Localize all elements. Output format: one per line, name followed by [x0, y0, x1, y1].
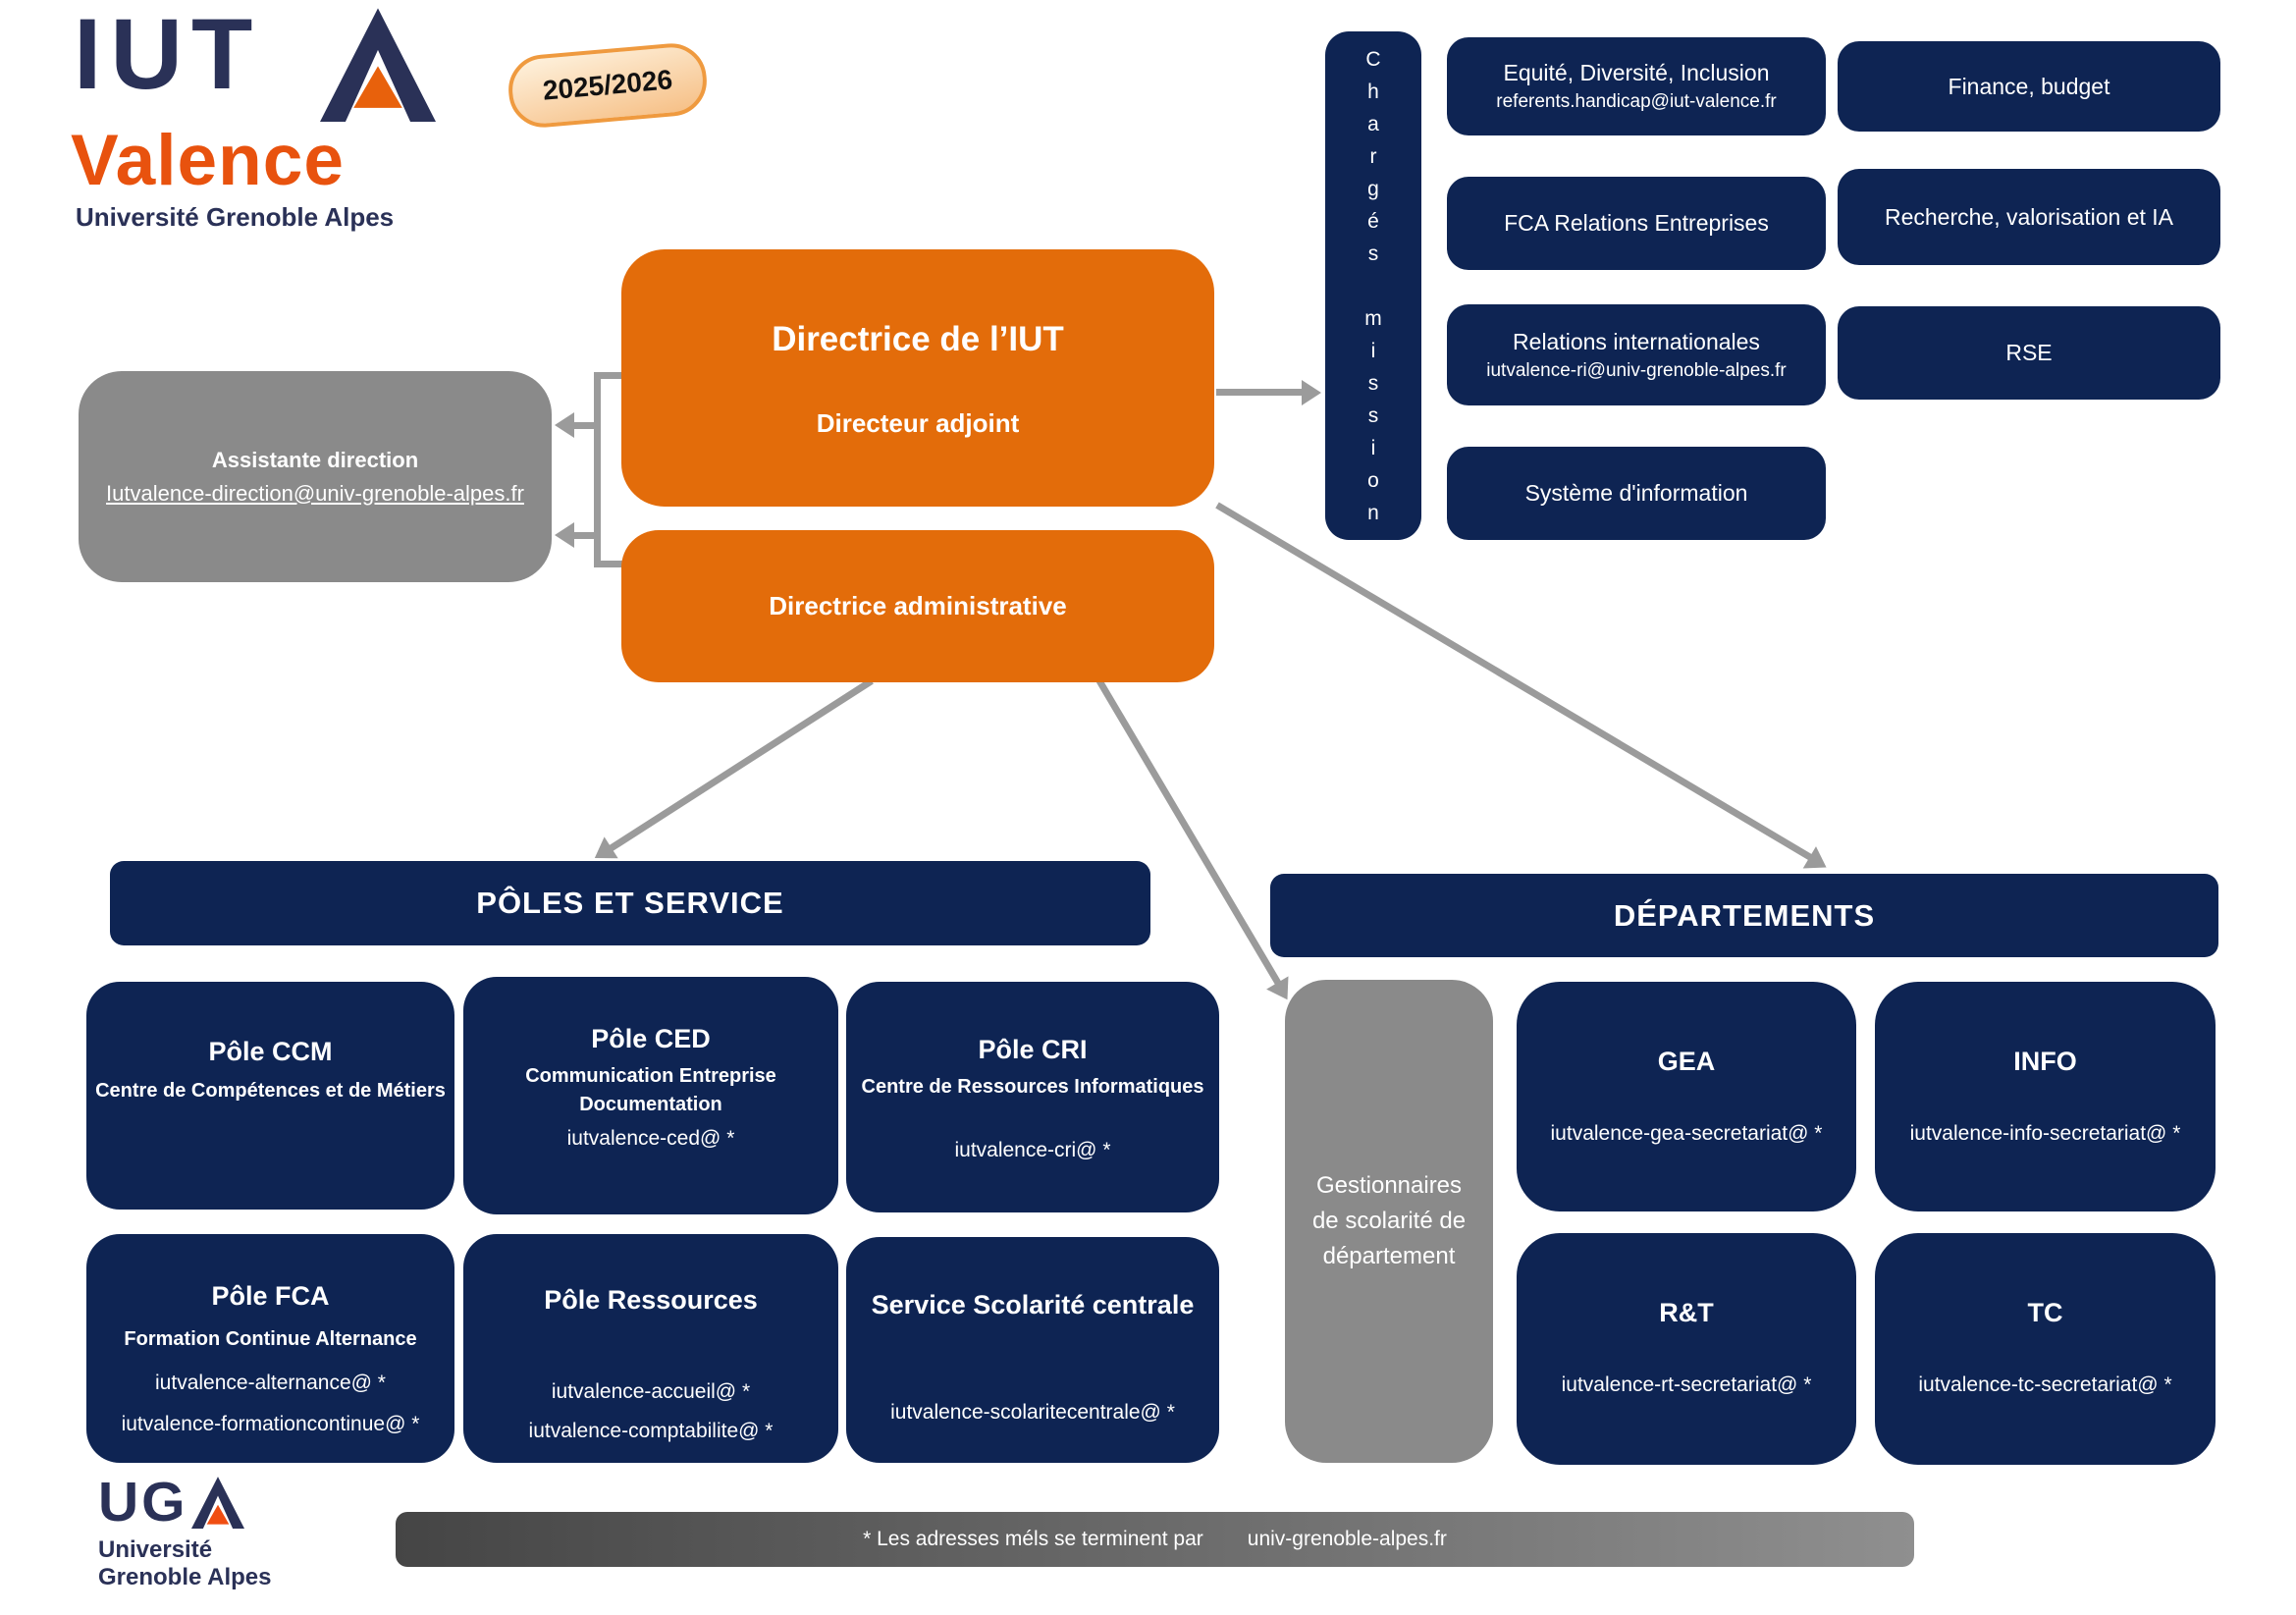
gestionnaires-box: Gestionnaires de scolarité de départemen… — [1285, 980, 1493, 1463]
mission-title: Relations internationales — [1513, 328, 1760, 354]
departement-tc-box: TC iutvalence-tc-secretariat@ * — [1875, 1233, 2216, 1465]
deputy-director-title: Directeur adjoint — [816, 408, 1020, 438]
pole-title: Pôle CCM — [208, 1037, 333, 1066]
uga-logo-line2: Grenoble Alpes — [98, 1564, 272, 1590]
departements-section-header: DÉPARTEMENTS — [1270, 874, 2218, 957]
pole-title: Pôle FCA — [211, 1281, 330, 1311]
uga-logo-line1: Université — [98, 1536, 213, 1563]
year-badge-label: 2025/2026 — [541, 64, 674, 106]
poles-header-label: PÔLES ET SERVICE — [476, 886, 784, 920]
mission-box-recherche: Recherche, valorisation et IA — [1838, 169, 2220, 265]
mission-box-rse: RSE — [1838, 306, 2220, 400]
gestionnaires-label: Gestionnaires de scolarité de départemen… — [1311, 1172, 1467, 1269]
mission-title: FCA Relations Entreprises — [1504, 210, 1769, 236]
arrow-to-assistant-top — [573, 422, 597, 429]
iut-logo-city: Valence — [71, 121, 345, 200]
pole-email: iutvalence-scolaritecentrale@ * — [890, 1401, 1175, 1424]
iut-logo-acronym: IUT — [74, 0, 262, 110]
arrow-to-poles — [609, 677, 874, 852]
departement-title: INFO — [2013, 1047, 2077, 1076]
mission-box-systeme-information: Système d'information — [1447, 447, 1826, 540]
pole-email: iutvalence-alternance@ * — [155, 1372, 386, 1394]
pole-email: iutvalence-ced@ * — [566, 1127, 735, 1150]
charges-mission-vertical-label: C h a r g é s m i s s i o n — [1364, 47, 1382, 524]
pole-subtitle: Centre de Compétences et de Métiers — [95, 1080, 446, 1102]
departement-rt-box: R&T iutvalence-rt-secretariat@ * — [1517, 1233, 1856, 1465]
service-scolarite-box: Service Scolarité centrale iutvalence-sc… — [846, 1237, 1219, 1463]
pole-email: iutvalence-comptabilite@ * — [528, 1420, 774, 1442]
director-box: Directrice de l’IUT Directeur adjoint — [621, 249, 1214, 507]
admin-director-title: Directrice administrative — [769, 591, 1067, 620]
pole-title: Pôle Ressources — [544, 1285, 758, 1315]
director-title: Directrice de l’IUT — [772, 320, 1064, 358]
pole-ccm-box: Pôle CCM Centre de Compétences et de Mét… — [86, 982, 454, 1210]
departement-email: iutvalence-tc-secretariat@ * — [1918, 1373, 2172, 1396]
departement-email: iutvalence-info-secretariat@ * — [1909, 1122, 2181, 1145]
uga-logo: UG Université Grenoble Alpes — [98, 1475, 271, 1591]
pole-cri-box: Pôle CRI Centre de Ressources Informatiq… — [846, 982, 1219, 1212]
bracket-bottom-stub — [594, 561, 624, 567]
departement-info-box: INFO iutvalence-info-secretariat@ * — [1875, 982, 2216, 1211]
year-badge: 2025/2026 — [506, 40, 710, 131]
mission-email: iutvalence-ri@univ-grenoble-alpes.fr — [1486, 359, 1787, 381]
pole-email: iutvalence-cri@ * — [954, 1139, 1111, 1161]
assistant-email-link[interactable]: Iutvalence-direction@univ-grenoble-alpes… — [106, 480, 524, 506]
pole-subtitle: Formation Continue Alternance — [124, 1328, 417, 1350]
footnote-domain: univ-grenoble-alpes.fr — [1247, 1528, 1447, 1550]
pole-title: Pôle CRI — [978, 1035, 1088, 1064]
uga-logo-caret-icon — [190, 1477, 244, 1529]
departement-email: iutvalence-gea-secretariat@ * — [1550, 1122, 1823, 1145]
mission-box-equite: Equité, Diversité, Inclusion referents.h… — [1447, 37, 1826, 135]
poles-section-header: PÔLES ET SERVICE — [110, 861, 1150, 945]
iut-logo-university: Université Grenoble Alpes — [76, 202, 395, 232]
mission-title: Système d'information — [1524, 480, 1748, 506]
mission-title: RSE — [2005, 340, 2053, 365]
pole-subtitle: Communication Entreprise Documentation — [525, 1065, 776, 1115]
mission-title: Equité, Diversité, Inclusion — [1503, 60, 1770, 85]
admin-director-box: Directrice administrative — [621, 530, 1214, 682]
departement-title: R&T — [1659, 1298, 1714, 1327]
mission-box-finance: Finance, budget — [1838, 41, 2220, 132]
pole-title: Pôle CED — [591, 1024, 711, 1053]
iut-logo-caret-icon — [320, 8, 436, 122]
assistant-title: Assistante direction — [211, 447, 419, 472]
pole-fca-box: Pôle FCA Formation Continue Alternance i… — [86, 1234, 454, 1463]
arrow-to-assistant-bottom — [573, 532, 597, 539]
pole-ressources-box: Pôle Ressources iutvalence-accueil@ * iu… — [463, 1234, 838, 1463]
bracket-top-stub — [594, 372, 624, 379]
mission-box-relations-internationales: Relations internationales iutvalence-ri@… — [1447, 304, 1826, 405]
pole-email: iutvalence-accueil@ * — [551, 1380, 751, 1403]
pole-email: iutvalence-formationcontinue@ * — [121, 1413, 420, 1435]
assistant-box: Assistante direction Iutvalence-directio… — [79, 371, 552, 582]
pole-ced-box: Pôle CED Communication Entreprise Docume… — [463, 977, 838, 1214]
mission-email: referents.handicap@iut-valence.fr — [1496, 91, 1777, 112]
footnote-prefix: * Les adresses méls se terminent par — [863, 1528, 1203, 1550]
charges-mission-box: C h a r g é s m i s s i o n — [1325, 31, 1421, 540]
arrow-to-charges-mission — [1216, 389, 1303, 396]
pole-subtitle: Centre de Ressources Informatiques — [861, 1076, 1204, 1098]
email-footnote-bar: * Les adresses méls se terminent par uni… — [396, 1512, 1914, 1567]
arrow-to-departements — [1215, 502, 1813, 861]
departement-title: TC — [2027, 1298, 2063, 1327]
departements-header-label: DÉPARTEMENTS — [1613, 897, 1876, 933]
mission-title: Recherche, valorisation et IA — [1884, 203, 2174, 230]
departement-email: iutvalence-rt-secretariat@ * — [1561, 1373, 1812, 1396]
mission-title: Finance, budget — [1948, 73, 2110, 99]
bracket-vertical-line — [594, 372, 601, 567]
mission-box-fca-relations: FCA Relations Entreprises — [1447, 177, 1826, 270]
departement-title: GEA — [1657, 1047, 1716, 1076]
departement-gea-box: GEA iutvalence-gea-secretariat@ * — [1517, 982, 1856, 1211]
uga-logo-acronym: UG — [98, 1471, 188, 1534]
pole-title: Service Scolarité centrale — [871, 1290, 1195, 1319]
